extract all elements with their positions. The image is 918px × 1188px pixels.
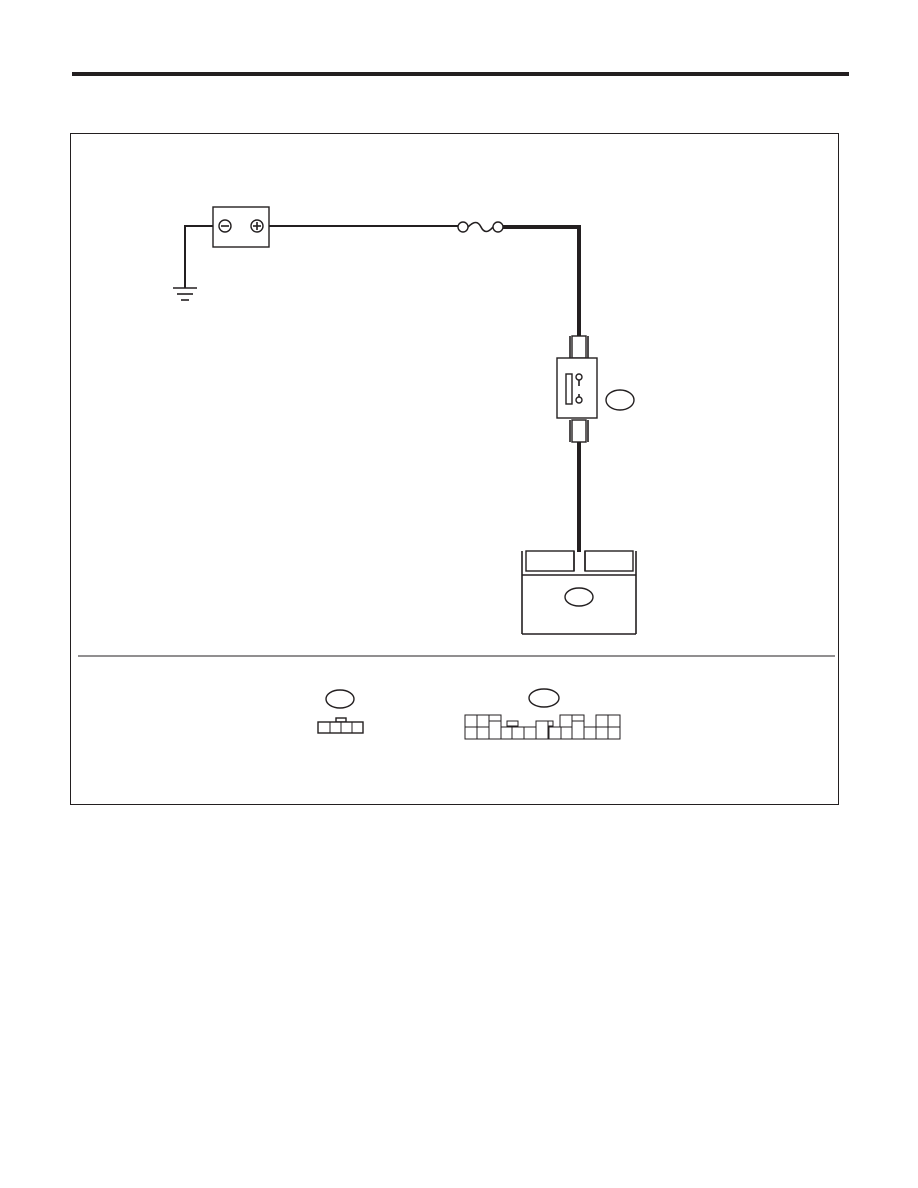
connector-view-1 — [317, 689, 364, 734]
control-module — [521, 550, 637, 635]
connector-view-2-pins — [464, 714, 621, 740]
connector-pin — [499, 726, 513, 740]
connector-pin — [488, 720, 502, 740]
connector-pin — [595, 726, 609, 740]
connector-pin — [535, 720, 549, 740]
connector-pin — [464, 726, 478, 740]
connector-view-2 — [464, 688, 621, 740]
minus-circle-icon — [218, 219, 232, 233]
control-module-callout — [564, 587, 594, 607]
connector-pin — [476, 714, 490, 728]
connector-pin — [607, 714, 621, 728]
connector-pin — [560, 726, 574, 740]
fuse-icon — [457, 221, 504, 233]
battery — [212, 206, 270, 248]
connector-pin — [511, 726, 525, 740]
connector-pin — [523, 726, 537, 740]
connector-pin — [583, 726, 597, 740]
diagram-frame — [70, 133, 839, 805]
ground-wire — [184, 225, 213, 288]
ground-icon — [173, 287, 197, 301]
plus-circle-icon — [250, 219, 264, 233]
connector-pin — [559, 714, 573, 728]
connector-pin — [476, 726, 490, 740]
connector-pin — [595, 714, 609, 728]
header-rule — [72, 72, 849, 76]
connector-callout — [605, 389, 635, 411]
connector-key — [506, 720, 519, 727]
connector-pin — [548, 726, 562, 740]
connector — [556, 335, 598, 443]
connector-pin — [607, 726, 621, 740]
connector-pin — [464, 714, 478, 728]
connector-pin — [571, 720, 585, 740]
fused-power-wire — [503, 225, 581, 338]
